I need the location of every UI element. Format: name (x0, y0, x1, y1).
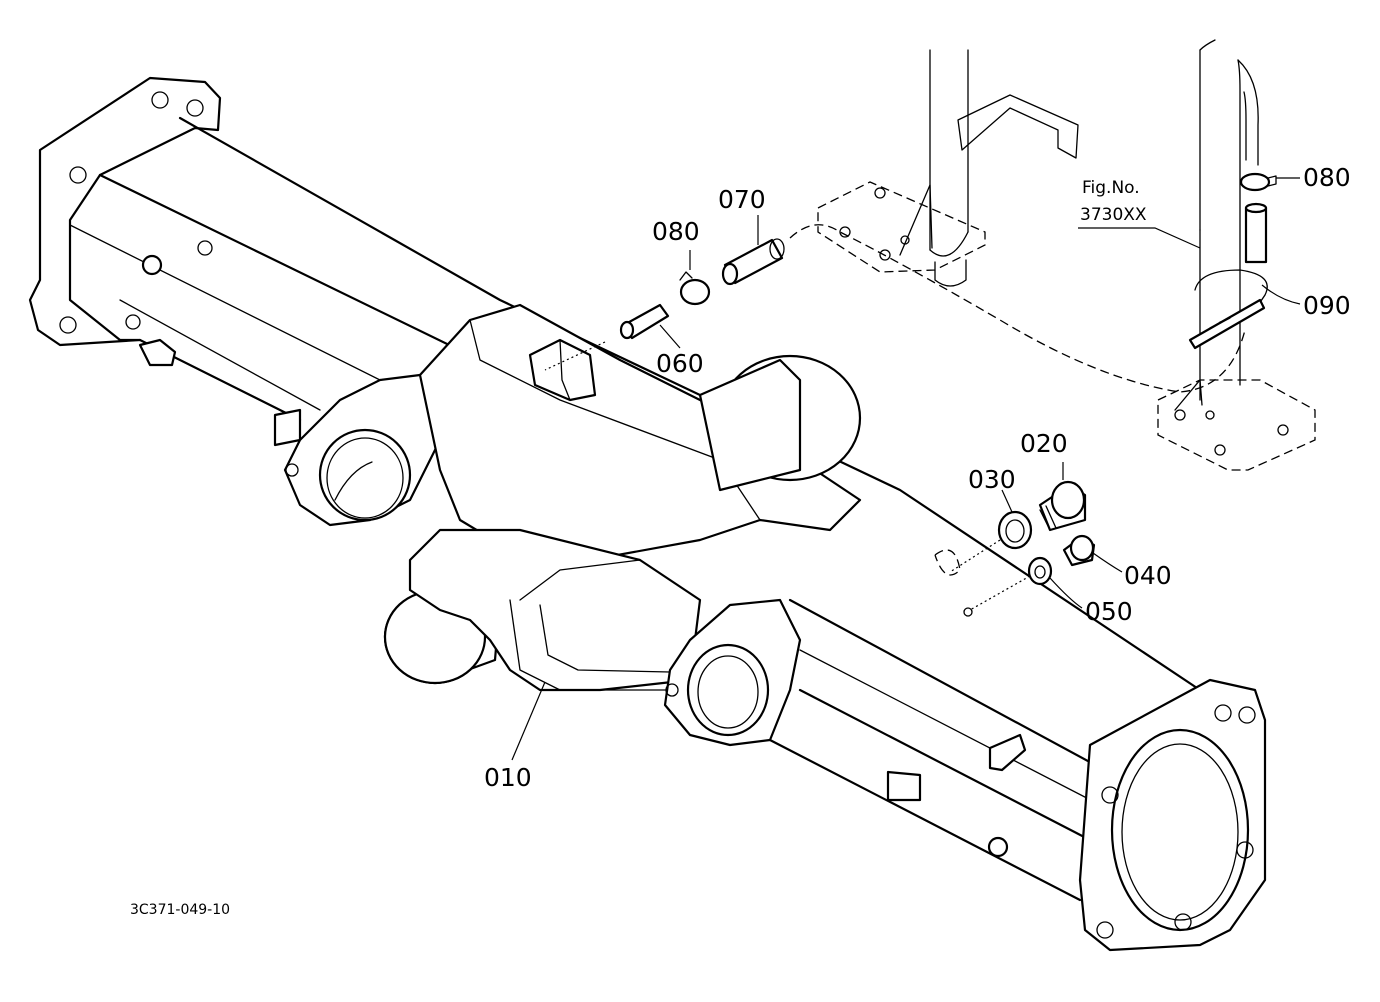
hose-right (1244, 202, 1268, 264)
part-label-020: 020 (1020, 429, 1068, 458)
axle-housing (28, 76, 1267, 952)
part-label-010: 010 (484, 763, 532, 792)
clamp-080-left (679, 271, 711, 306)
port-hole (963, 607, 973, 617)
clamp-080-right (1239, 172, 1277, 192)
nipple-060 (619, 303, 670, 340)
axis-line-050 (969, 575, 1031, 611)
part-label-030: 030 (968, 465, 1016, 494)
rops-frame (817, 39, 1316, 471)
axis-line-060 (544, 341, 606, 371)
part-label-090: 090 (1303, 291, 1351, 320)
part-label-060: 060 (656, 349, 704, 378)
part-label-050: 050 (1085, 597, 1133, 626)
plug-020 (1038, 480, 1087, 532)
axis-line-030 (949, 539, 1001, 573)
drawing-code: 3C371-049-10 (130, 902, 230, 918)
part-label-070: 070 (718, 185, 766, 214)
figure-ref-line1: Fig.No. (1082, 178, 1140, 198)
part-label-080-right: 080 (1303, 163, 1351, 192)
seal-030 (997, 510, 1033, 550)
part-label-040: 040 (1124, 561, 1172, 590)
hose-070 (721, 238, 785, 286)
vent-hose-route (789, 224, 1246, 393)
plug-040 (1062, 534, 1096, 567)
leader-lines (511, 177, 1301, 761)
cable-tie-090 (1188, 269, 1268, 350)
figure-ref-line2: 3730XX (1080, 205, 1147, 225)
part-label-080-left: 080 (652, 217, 700, 246)
washer-050 (1027, 556, 1053, 586)
